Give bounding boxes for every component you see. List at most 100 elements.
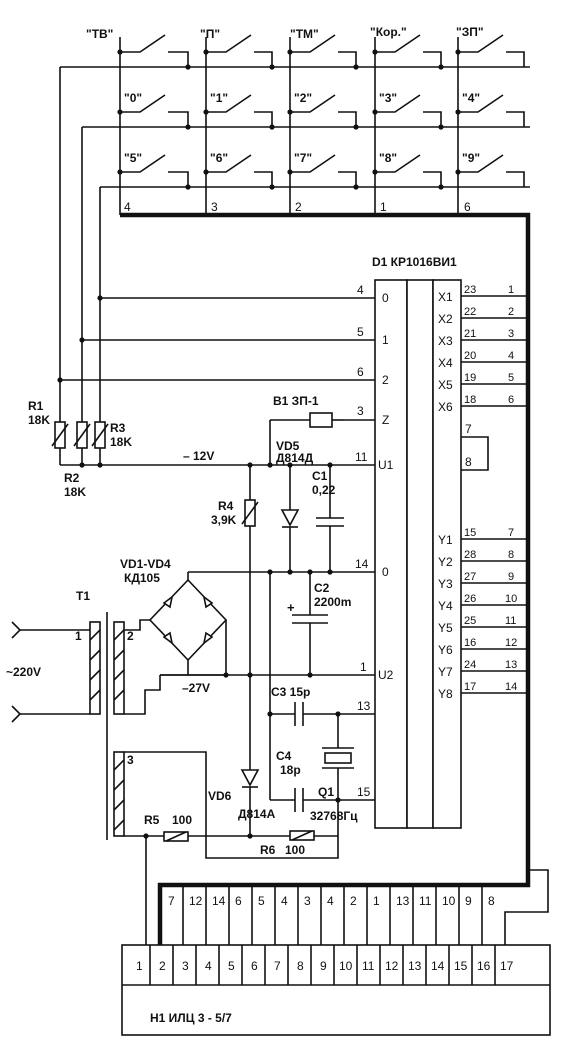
vd6-ref: VD6 — [208, 789, 232, 803]
display-pin-7: 7 — [274, 959, 281, 973]
display-pin-8: 8 — [297, 959, 304, 973]
key-label-tv: "ТВ" — [86, 27, 113, 41]
c2-polarity: + — [287, 600, 295, 615]
key-tv-switch — [120, 34, 189, 67]
q1-value: 32768Гц — [310, 809, 358, 823]
r4-ref: R4 — [218, 499, 234, 513]
key-4-switch — [458, 94, 525, 127]
svg-text:5: 5 — [508, 372, 514, 384]
c2-value: 2200m — [314, 595, 351, 609]
key-7-switch — [290, 154, 357, 187]
svg-text:Y3: Y3 — [438, 577, 453, 591]
svg-text:14: 14 — [505, 681, 517, 693]
label-minus12v: – 12V — [183, 449, 214, 463]
t1-winding-2: 2 — [127, 629, 134, 643]
pin-label-u2: U2 — [378, 668, 394, 682]
r4-value: 3,9K — [211, 513, 237, 527]
svg-text:21: 21 — [464, 328, 476, 340]
b1-label: B1 ЗП-1 — [273, 394, 319, 408]
display-lead-13: 9 — [465, 894, 472, 908]
r3-value: 18K — [110, 435, 132, 449]
t1-winding-3: 3 — [127, 753, 134, 767]
svg-text:20: 20 — [464, 350, 476, 362]
svg-text:X1: X1 — [438, 290, 453, 304]
pin-num-3: 3 — [357, 404, 364, 418]
key-1-switch — [206, 94, 273, 127]
svg-text:11: 11 — [505, 615, 516, 627]
vd5-value: Д814Д — [276, 451, 314, 465]
key-tm-switch — [290, 34, 357, 67]
svg-text:Y5: Y5 — [438, 621, 453, 635]
column-pin-4: 4 — [124, 200, 131, 214]
resistor-r6: R6 100 — [250, 800, 339, 859]
key-zp-switch — [458, 34, 525, 67]
keyboard-matrix: "ТВ" "П" "ТМ" "Кор." "ЗП" "0" "1" "2" "3… — [59, 25, 530, 380]
key-label-6: "6" — [210, 151, 228, 165]
svg-text:27: 27 — [464, 571, 476, 583]
t1-ref: T1 — [76, 589, 90, 603]
bus-lines — [120, 212, 531, 945]
pin-label-u1: U1 — [378, 458, 394, 472]
key-2-switch — [290, 94, 357, 127]
svg-text:17: 17 — [464, 681, 476, 693]
display-lead-11: 11 — [419, 894, 432, 908]
key-label-0: "0" — [124, 91, 142, 105]
svg-text:8: 8 — [508, 549, 514, 561]
key-6-switch — [206, 154, 273, 187]
key-label-7: "7" — [294, 151, 312, 165]
svg-text:X2: X2 — [438, 312, 453, 326]
svg-text:1: 1 — [508, 284, 514, 296]
resistor-bank: R1 18K R3 18K R2 18K — [28, 295, 132, 499]
pin-label-0b: 0 — [382, 565, 389, 579]
column-pin-1: 1 — [380, 200, 387, 214]
key-label-3: "3" — [379, 91, 397, 105]
pin-num-4: 4 — [357, 283, 364, 297]
column-pin-2: 2 — [295, 200, 302, 214]
svg-text:8: 8 — [465, 455, 472, 469]
chip-d1-title: D1 КР1016ВИ1 — [372, 255, 457, 269]
pin-num-11: 11 — [355, 450, 368, 464]
svg-text:Y8: Y8 — [438, 687, 453, 701]
display-pin-4: 4 — [205, 959, 212, 973]
resistor-r5: R5 100 — [144, 813, 250, 842]
r1-ref: R1 — [28, 399, 44, 413]
svg-text:24: 24 — [464, 659, 476, 671]
display-lead-4: 5 — [258, 894, 265, 908]
display-pin-13: 13 — [408, 959, 422, 973]
resistor-r4: R4 3,9K — [211, 465, 259, 770]
display-pin-3: 3 — [182, 959, 189, 973]
t1-winding-1: 1 — [75, 629, 82, 643]
svg-text:Y4: Y4 — [438, 599, 453, 613]
pin-label-1: 1 — [382, 333, 389, 347]
transformer-t1: T1 1 2 3 — [20, 589, 290, 859]
capacitor-c3: C3 15p — [270, 685, 338, 726]
key-label-tm: "ТМ" — [290, 27, 319, 41]
chip-d1-center-body — [406, 279, 434, 829]
vd6-value: Д814А — [238, 807, 276, 821]
diode-bridge: VD1-VD4 КД105 — [120, 557, 228, 676]
r5-ref: R5 — [144, 813, 160, 827]
svg-text:Y2: Y2 — [438, 555, 453, 569]
column-pin-6: 6 — [464, 200, 471, 214]
display-lead-3: 6 — [235, 894, 242, 908]
display-pin-5: 5 — [228, 959, 235, 973]
svg-text:X3: X3 — [438, 334, 453, 348]
pin-num-5: 5 — [357, 325, 364, 339]
label-minus27v: –27V — [182, 681, 210, 695]
key-5-switch — [120, 154, 189, 187]
display-title: H1 ИЛЦ 3 - 5/7 — [150, 1011, 232, 1025]
svg-text:3: 3 — [508, 328, 514, 340]
display-lead-0: 7 — [168, 894, 175, 908]
display-lead-7: 4 — [327, 894, 334, 908]
display-lead-8: 2 — [350, 894, 357, 908]
c4-ref: C4 — [276, 749, 292, 763]
vd5-ref: VD5 — [276, 439, 300, 453]
display-pin-9: 9 — [320, 959, 327, 973]
r2-value: 18K — [64, 485, 86, 499]
svg-text:12: 12 — [505, 637, 517, 649]
svg-text:16: 16 — [464, 637, 476, 649]
r6-ref: R6 — [260, 843, 276, 857]
key-label-4: "4" — [462, 91, 480, 105]
capacitor-c2: + C2 2200m — [287, 572, 351, 675]
key-label-8: "8" — [379, 151, 397, 165]
